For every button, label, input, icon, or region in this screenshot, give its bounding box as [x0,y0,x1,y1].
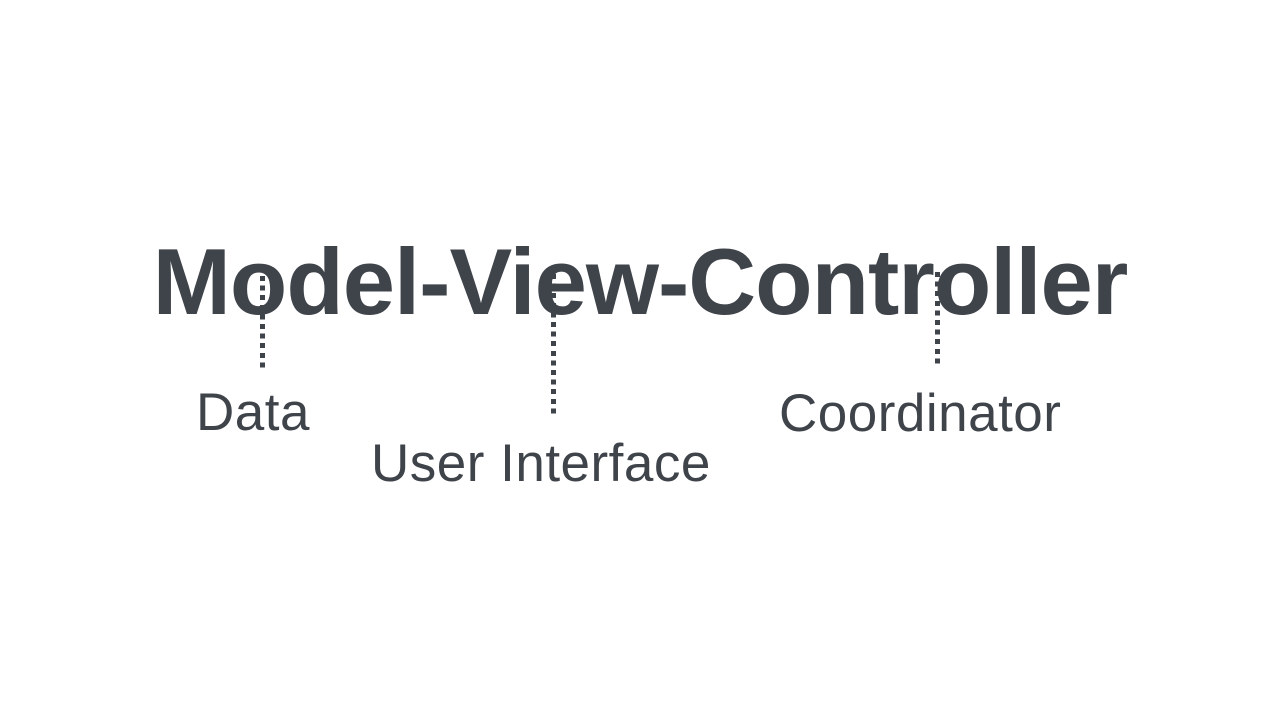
dotted-connector-view [551,274,556,416]
label-controller-coordinator: Coordinator [779,384,1062,443]
dotted-connector-controller [935,272,940,368]
label-view-user-interface: User Interface [371,434,711,493]
label-model-data: Data [196,383,310,442]
dotted-connector-model [260,276,265,369]
page-title: Model-View-Controller [152,228,1129,334]
